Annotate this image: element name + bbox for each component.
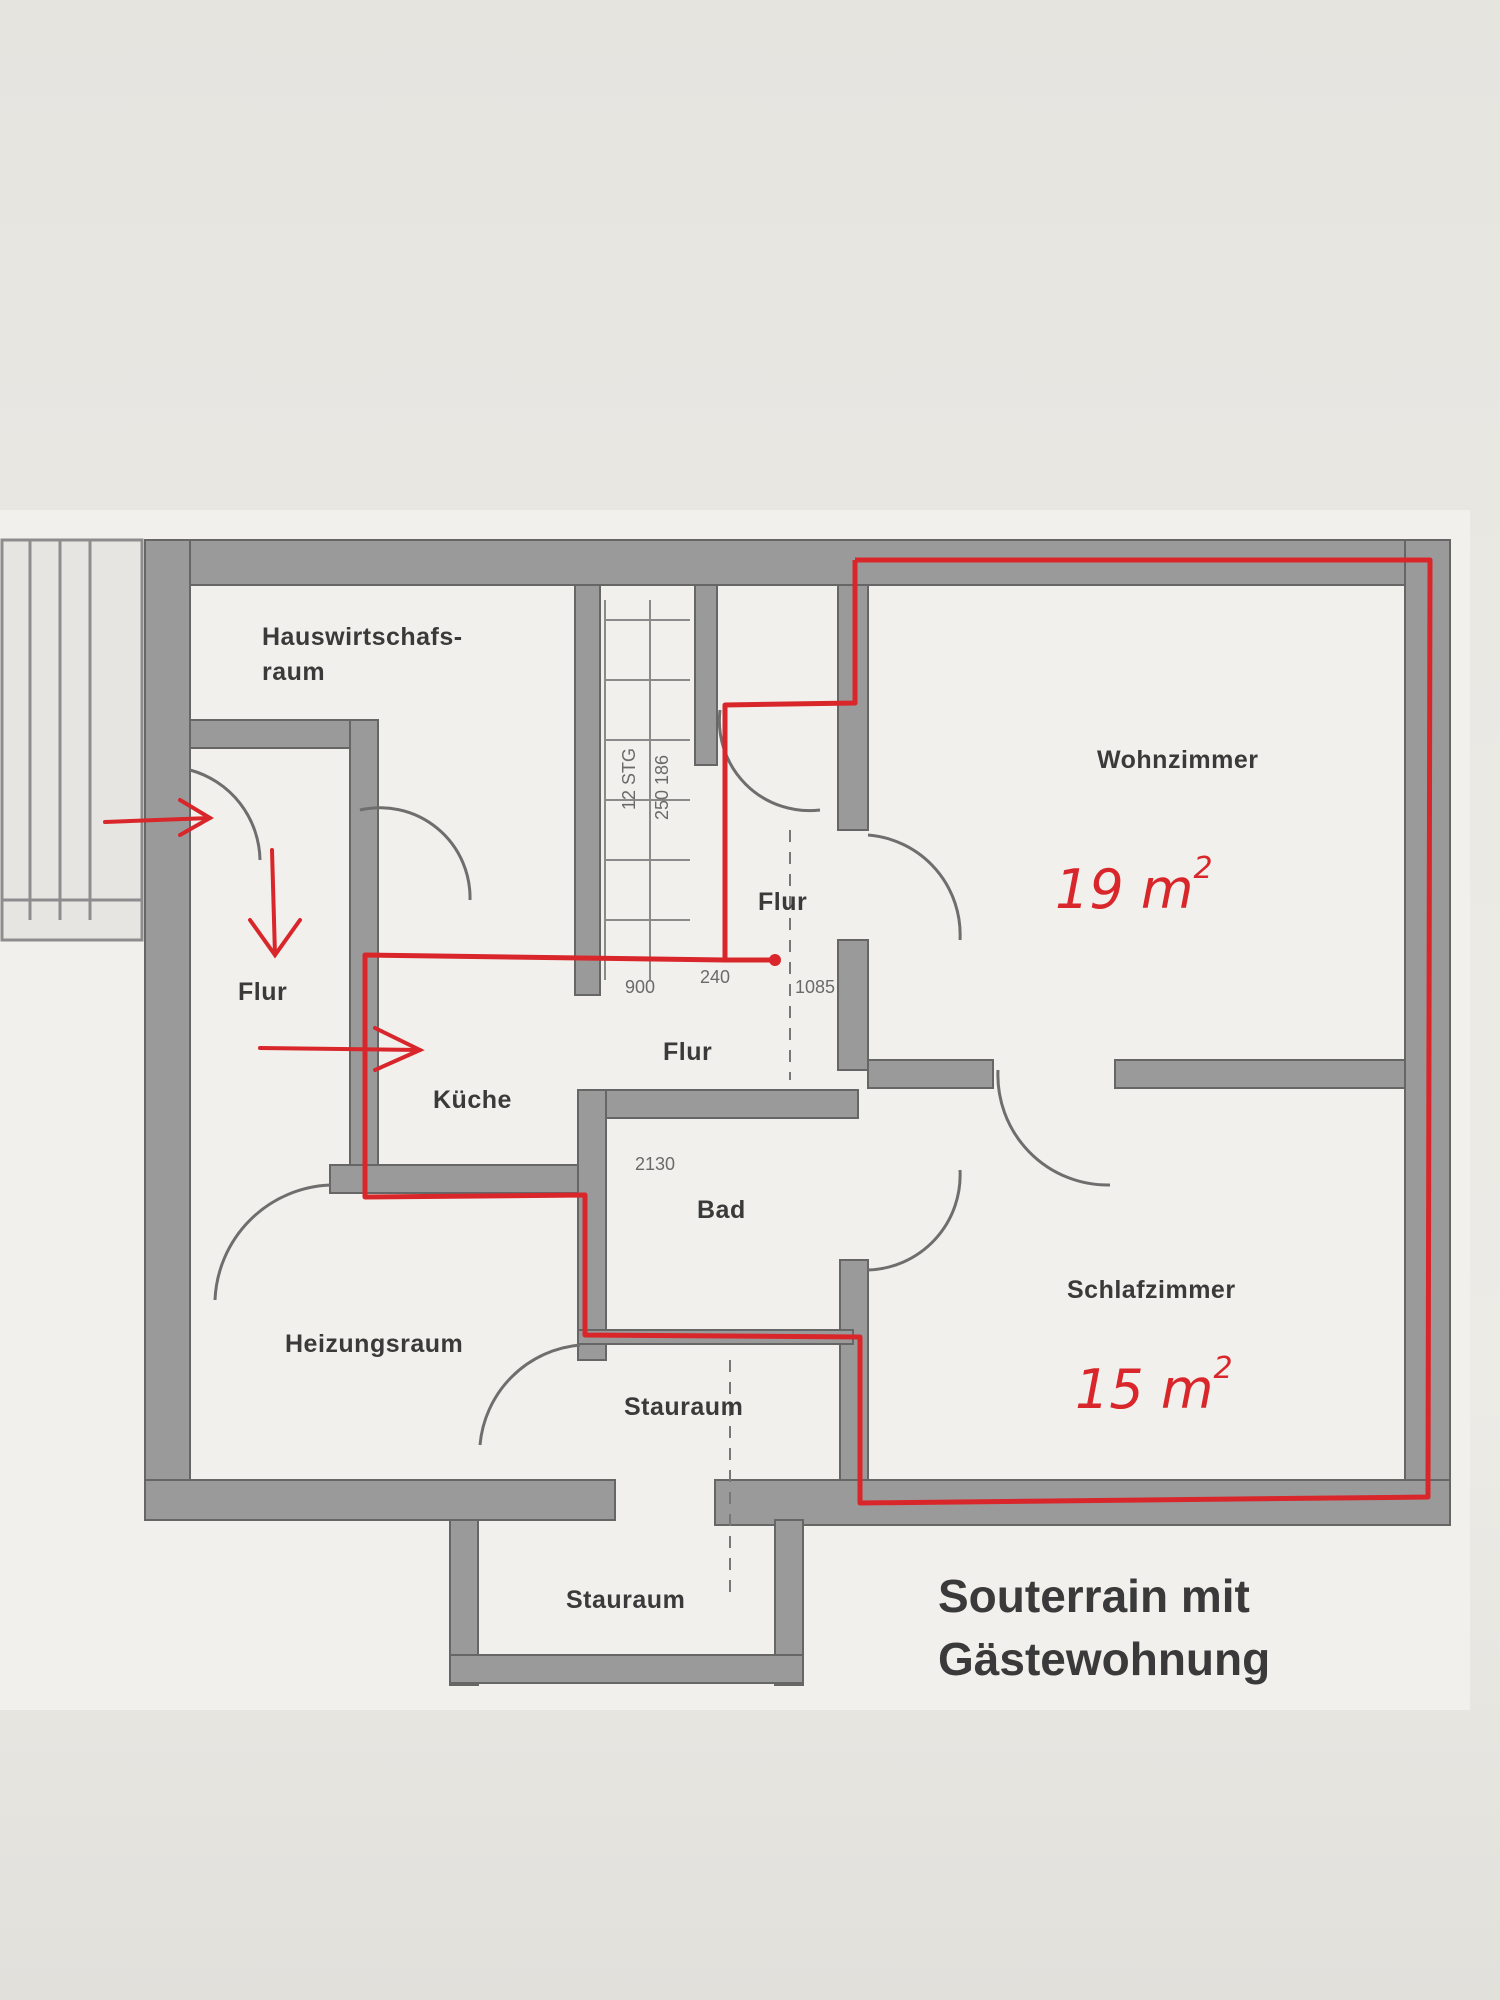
- arrow-down-icon: [248, 848, 302, 959]
- label-flur-stair: Flur: [758, 888, 807, 916]
- label-heizungsraum: Heizungsraum: [285, 1330, 463, 1358]
- dim-900: 900: [625, 977, 655, 997]
- door-arcs: [189, 709, 1111, 1446]
- dim-240: 240: [700, 967, 730, 987]
- dim-1085: 1085: [795, 977, 835, 997]
- arrow-icon: [103, 798, 214, 837]
- label-flur-center: Flur: [663, 1038, 712, 1066]
- dim-2130: 2130: [635, 1154, 675, 1174]
- label-hauswirtschaft-2: raum: [262, 658, 325, 686]
- label-stauraum-outer: Stauraum: [566, 1586, 685, 1614]
- staircase: [604, 600, 690, 980]
- red-dot-endpoint: [769, 954, 781, 966]
- dim-stair-size: 250 186: [652, 755, 672, 820]
- plan-title-line1: Souterrain mit: [938, 1570, 1250, 1622]
- area-wohnzimmer-exp: 2: [1193, 851, 1212, 886]
- label-stauraum-inner: Stauraum: [624, 1393, 743, 1421]
- plan-title-line2: Gästewohnung: [938, 1633, 1270, 1685]
- dim-stair-steps: 12 STG: [619, 748, 639, 810]
- area-schlafzimmer: 15 m2: [1075, 1351, 1233, 1421]
- label-kueche: Küche: [433, 1086, 512, 1114]
- label-bad: Bad: [697, 1196, 746, 1224]
- area-wohnzimmer: 19 m2: [1055, 851, 1213, 921]
- area-schlafzimmer-value: 15 m: [1075, 1358, 1213, 1421]
- area-wohnzimmer-value: 19 m: [1055, 858, 1193, 921]
- label-schlafzimmer: Schlafzimmer: [1067, 1276, 1236, 1304]
- label-flur-left: Flur: [238, 978, 287, 1006]
- label-hauswirtschaft-1: Hauswirtschafs-: [262, 623, 463, 651]
- outside-stairs: [0, 538, 144, 942]
- arrow-right-icon: [258, 1026, 425, 1072]
- area-schlafzimmer-exp: 2: [1213, 1351, 1232, 1386]
- label-wohnzimmer: Wohnzimmer: [1097, 746, 1259, 774]
